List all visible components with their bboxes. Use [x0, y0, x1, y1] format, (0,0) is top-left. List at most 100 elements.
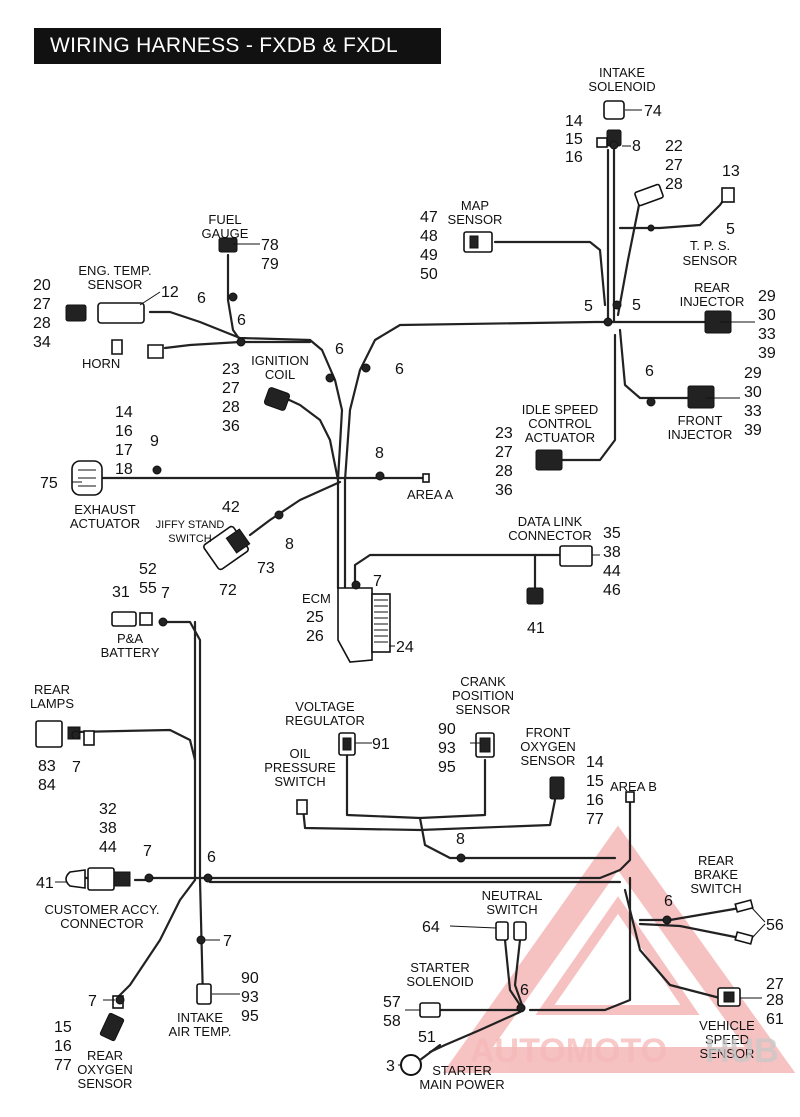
- callout-30b: 30: [744, 384, 762, 401]
- label-pa-battery: P&A: [117, 631, 143, 646]
- callout-64: 64: [422, 919, 440, 936]
- callout-6g: 6: [664, 893, 673, 910]
- callout-51: 51: [418, 1029, 436, 1046]
- callout-39a: 39: [758, 345, 776, 362]
- callout-6c: 6: [335, 341, 344, 358]
- callout-16b: 16: [115, 423, 133, 440]
- label-voltage-reg-2: REGULATOR: [285, 713, 365, 728]
- callout-22: 22: [665, 138, 683, 155]
- callout-14b: 14: [115, 404, 133, 421]
- label-jiffy: JIFFY STAND: [156, 519, 225, 531]
- callout-77b: 77: [54, 1057, 72, 1074]
- callout-8d: 8: [456, 831, 465, 848]
- callout-29a: 29: [758, 288, 776, 305]
- callout-41b: 41: [36, 875, 54, 892]
- starter-solenoid-icon: [419, 1002, 441, 1018]
- label-ignition-coil: IGNITION: [251, 353, 309, 368]
- label-starter-sol-2: SOLENOID: [406, 974, 473, 989]
- callout-16: 16: [565, 149, 583, 166]
- callout-55: 55: [139, 580, 157, 597]
- callout-38b: 38: [99, 820, 117, 837]
- callout-44a: 44: [603, 563, 621, 580]
- callout-83: 83: [38, 758, 56, 775]
- callout-25: 25: [306, 609, 324, 626]
- label-cust-acc: CUSTOMER ACCY.: [44, 902, 159, 917]
- callout-32: 32: [99, 801, 117, 818]
- callout-15: 15: [565, 131, 583, 148]
- callout-35: 35: [603, 525, 621, 542]
- label-neutral-2: SWITCH: [486, 902, 537, 917]
- callout-49: 49: [420, 247, 438, 264]
- callout-74: 74: [644, 103, 662, 120]
- callout-33a: 33: [758, 326, 776, 343]
- label-intake-air: INTAKE: [177, 1010, 223, 1025]
- label-exhaust-actuator: EXHAUST: [74, 502, 135, 517]
- callout-28b: 28: [33, 315, 51, 332]
- label-area-a: AREA A: [407, 487, 454, 502]
- map-sensor-icon: [463, 231, 493, 253]
- callout-56: 56: [766, 917, 784, 934]
- callout-38a: 38: [603, 544, 621, 561]
- diagram-title: WIRING HARNESS - FXDB & FXDL: [34, 28, 441, 64]
- label-crank-3: SENSOR: [456, 702, 511, 717]
- label-pa-battery-2: BATTERY: [101, 645, 160, 660]
- callout-27: 27: [665, 157, 683, 174]
- callout-61: 61: [766, 1011, 784, 1028]
- callout-12: 12: [161, 284, 179, 301]
- callout-75: 75: [40, 475, 58, 492]
- callout-6b: 6: [237, 312, 246, 329]
- callout-14c: 14: [586, 754, 604, 771]
- callout-7f: 7: [88, 993, 97, 1010]
- label-oil-pressure-2: PRESSURE: [264, 760, 336, 775]
- callout-73: 73: [257, 560, 275, 577]
- label-vss-2: SPEED: [705, 1032, 749, 1047]
- callout-20: 20: [33, 277, 51, 294]
- callout-6f: 6: [207, 849, 216, 866]
- callout-7d: 7: [143, 843, 152, 860]
- callout-28e: 28: [766, 992, 784, 1009]
- callout-58: 58: [383, 1013, 401, 1030]
- oil-pressure-switch-icon: [296, 799, 308, 815]
- label-fuel-gauge-2: GAUGE: [202, 226, 249, 241]
- label-idle-speed-2: CONTROL: [528, 416, 592, 431]
- callout-9: 9: [150, 433, 159, 450]
- callout-57: 57: [383, 994, 401, 1011]
- callout-93b: 93: [241, 989, 259, 1006]
- callout-84: 84: [38, 777, 56, 794]
- label-rear-o2-2: OXYGEN: [77, 1062, 133, 1077]
- callout-95b: 95: [241, 1008, 259, 1025]
- callout-5c: 5: [632, 297, 641, 314]
- label-voltage-reg: VOLTAGE: [295, 699, 355, 714]
- label-tps: T. P. S.: [690, 238, 730, 253]
- callout-36b: 36: [495, 482, 513, 499]
- ecm-icon: [337, 587, 391, 663]
- label-area-b: AREA B: [610, 779, 657, 794]
- label-rear-o2: REAR: [87, 1048, 123, 1063]
- callout-39b: 39: [744, 422, 762, 439]
- callout-7c: 7: [72, 759, 81, 776]
- callout-44b: 44: [99, 839, 117, 856]
- fuel-gauge-connector-icon: [218, 237, 238, 253]
- callout-28: 28: [665, 176, 683, 193]
- label-fuel-gauge: FUEL: [208, 212, 241, 227]
- callout-6d: 6: [395, 361, 404, 378]
- pa-battery-connector-icon: [111, 611, 153, 627]
- callout-30a: 30: [758, 307, 776, 324]
- customer-accy-connector-icon: [65, 867, 131, 891]
- callout-34: 34: [33, 334, 51, 351]
- label-map: MAP: [461, 198, 489, 213]
- horn-connector-icon: [111, 339, 164, 359]
- callout-91: 91: [372, 736, 390, 753]
- label-intake-solenoid-2: SOLENOID: [588, 79, 655, 94]
- label-ecm: ECM: [302, 591, 331, 606]
- jiffy-stand-switch-icon: [203, 525, 251, 571]
- label-jiffy-2: SWITCH: [168, 533, 211, 545]
- callout-15c: 15: [54, 1019, 72, 1036]
- callout-77a: 77: [586, 811, 604, 828]
- neutral-switch-icon: [495, 921, 527, 941]
- leader-lines: [55, 109, 766, 1066]
- callout-6h: 6: [520, 982, 529, 999]
- label-data-link: DATA LINK: [518, 514, 583, 529]
- callout-7b: 7: [373, 573, 382, 590]
